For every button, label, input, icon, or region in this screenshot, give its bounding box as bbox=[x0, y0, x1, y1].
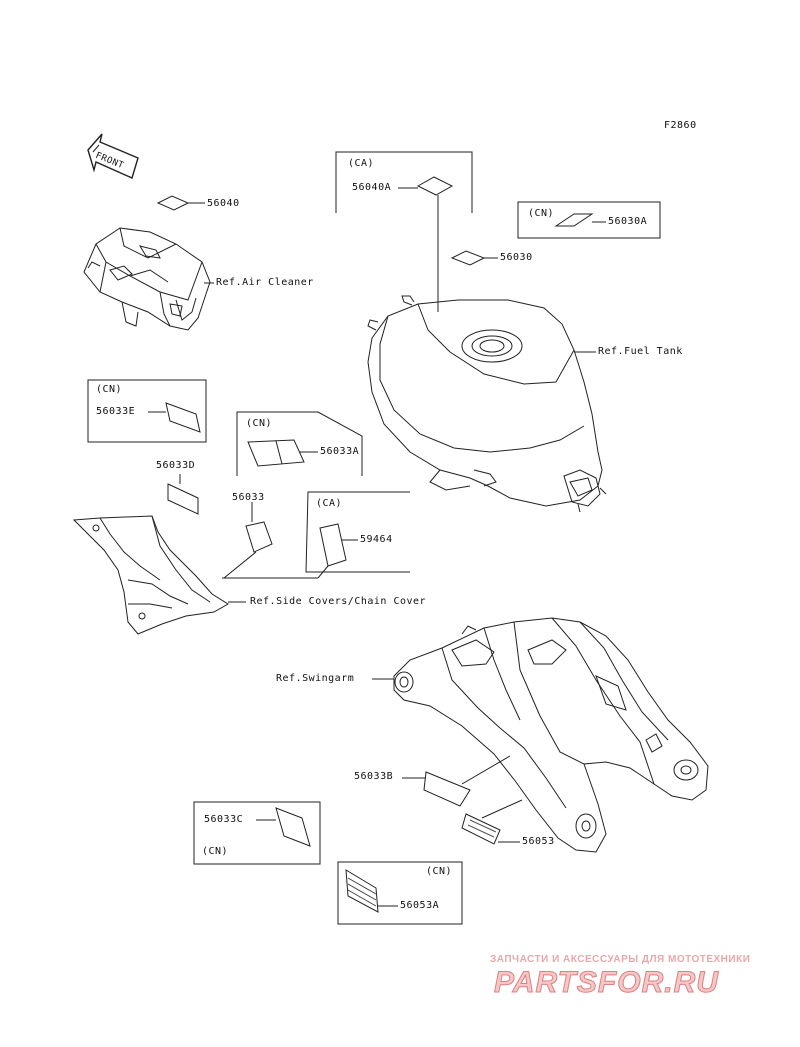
part-number-56033[interactable]: 56033 bbox=[232, 492, 265, 503]
part-number-56033A[interactable]: 56033A bbox=[320, 446, 360, 457]
decal-56033E bbox=[165, 402, 201, 433]
figure-code: F2860 bbox=[664, 120, 697, 131]
swingarm-drawing bbox=[393, 617, 709, 853]
decal-56030 bbox=[450, 250, 486, 266]
region-tag-ca-59464: (CA) bbox=[316, 498, 343, 509]
decal-56040 bbox=[156, 195, 190, 211]
decal-56053A bbox=[345, 869, 379, 913]
decal-56033C bbox=[275, 807, 311, 847]
part-number-56033C[interactable]: 56033C bbox=[204, 814, 244, 825]
air-cleaner-drawing bbox=[83, 227, 211, 331]
ref-side-covers[interactable]: Ref.Side Covers/Chain Cover bbox=[250, 596, 427, 607]
decal-56033D bbox=[167, 483, 199, 515]
region-tag-cn-tank: (CN) bbox=[528, 208, 555, 219]
part-number-56030[interactable]: 56030 bbox=[500, 252, 533, 263]
part-number-56033D[interactable]: 56033D bbox=[156, 460, 196, 471]
part-number-56030A[interactable]: 56030A bbox=[608, 216, 648, 227]
part-number-59464[interactable]: 59464 bbox=[360, 534, 393, 545]
decal-56040A bbox=[416, 176, 454, 196]
front-arrow-icon bbox=[87, 133, 139, 179]
part-number-56033B[interactable]: 56033B bbox=[354, 771, 394, 782]
decal-56033B bbox=[423, 771, 471, 807]
part-number-56053[interactable]: 56053 bbox=[522, 836, 555, 847]
decal-56033 bbox=[245, 521, 273, 553]
fuel-tank-drawing bbox=[367, 295, 607, 513]
part-number-56040A[interactable]: 56040A bbox=[352, 182, 392, 193]
region-tag-ca-tank: (CA) bbox=[348, 158, 375, 169]
decal-56030A bbox=[554, 213, 594, 227]
ref-swingarm[interactable]: Ref.Swingarm bbox=[276, 673, 355, 684]
side-cover-drawing bbox=[72, 515, 229, 635]
part-number-56053A[interactable]: 56053A bbox=[400, 900, 440, 911]
region-tag-cn-56033e: (CN) bbox=[96, 384, 123, 395]
watermark-brand: PARTSFOR.RU bbox=[494, 966, 719, 1000]
region-tag-cn-56033a: (CN) bbox=[246, 418, 273, 429]
part-number-56040[interactable]: 56040 bbox=[207, 198, 240, 209]
decal-59464 bbox=[319, 523, 347, 567]
watermark-tagline: ЗАПЧАСТИ И АКСЕССУАРЫ ДЛЯ МОТОТЕХНИКИ bbox=[490, 954, 751, 965]
part-number-56033E[interactable]: 56033E bbox=[96, 406, 136, 417]
decal-56053 bbox=[461, 813, 501, 845]
region-tag-cn-56033c: (CN) bbox=[202, 846, 229, 857]
ref-fuel-tank[interactable]: Ref.Fuel Tank bbox=[598, 346, 683, 357]
region-tag-cn-56053a: (CN) bbox=[426, 866, 453, 877]
decal-56033A bbox=[247, 439, 305, 467]
ref-air-cleaner[interactable]: Ref.Air Cleaner bbox=[216, 277, 314, 288]
